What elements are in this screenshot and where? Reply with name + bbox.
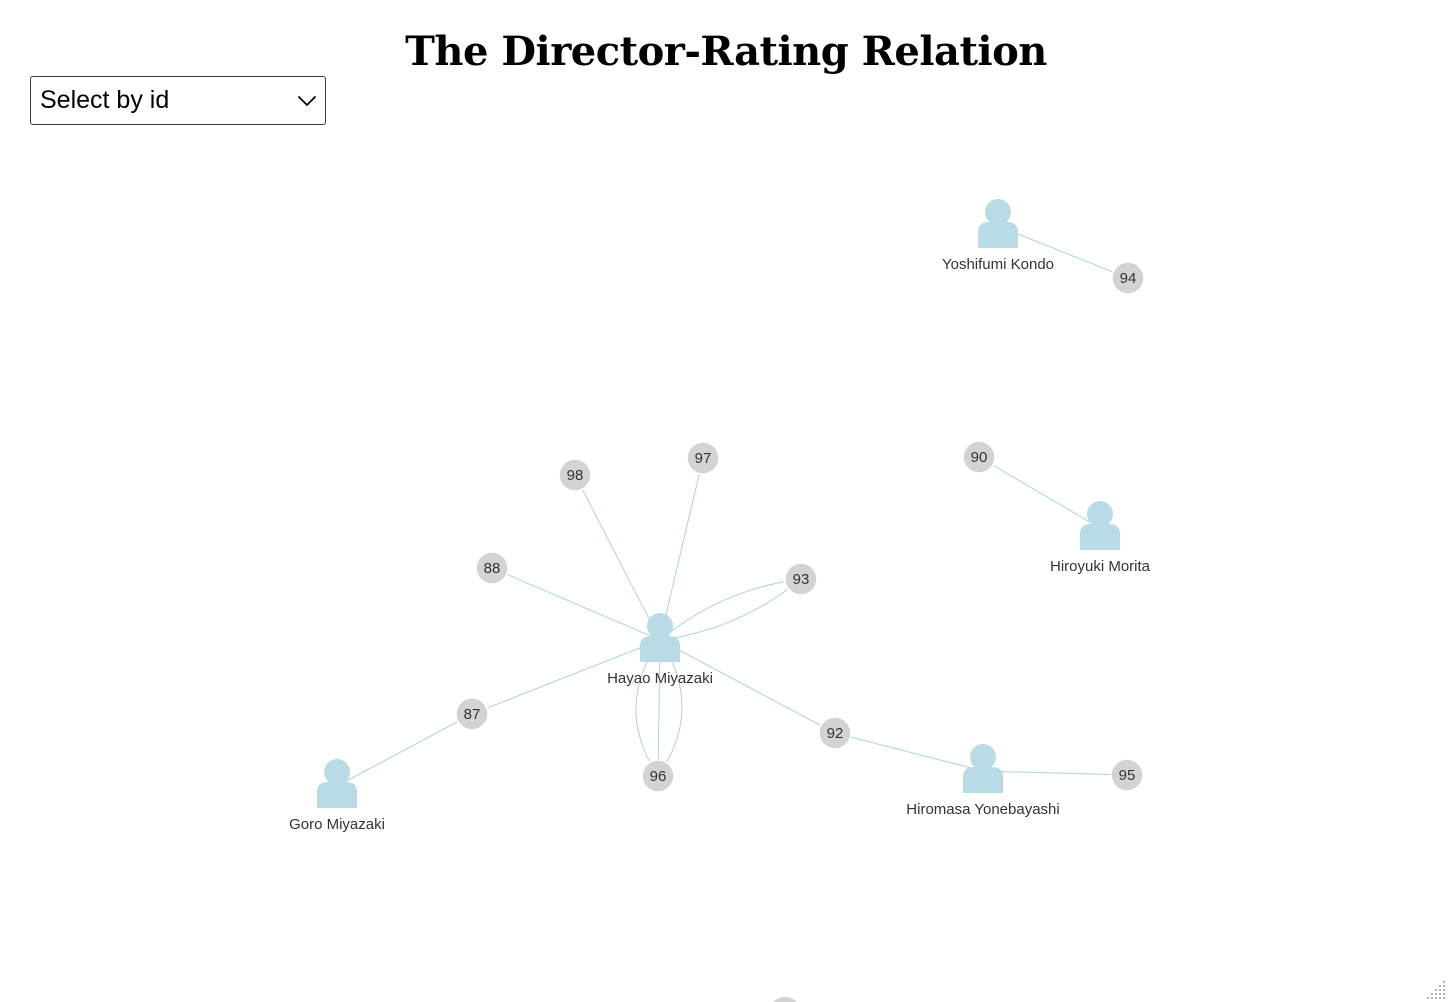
edge-hayao-r93: [659, 578, 802, 641]
chevron-down-icon: [298, 96, 316, 106]
rating-node[interactable]: [769, 995, 801, 1002]
select-by-id-label: Select by id: [40, 86, 170, 114]
rating-node-circle: [784, 562, 818, 596]
rating-node-label: 92: [827, 725, 844, 742]
director-node-label: Hiromasa Yonebayashi: [906, 801, 1059, 818]
director-node-label: Yoshifumi Kondo: [942, 256, 1054, 273]
edge-hayao-r88: [491, 567, 661, 641]
director-node[interactable]: Yoshifumi Kondo: [942, 199, 1054, 273]
rating-node-circle: [1111, 261, 1145, 295]
select-by-id-dropdown[interactable]: Select by id: [30, 76, 326, 125]
rating-node-label: 94: [1120, 270, 1137, 287]
rating-node-circle: [771, 995, 799, 1002]
person-icon: [640, 613, 680, 662]
edge-hayao-r93: [659, 578, 802, 641]
edge-hayao-r87: [471, 639, 661, 715]
rating-node-label: 93: [793, 571, 810, 588]
rating-node[interactable]: 93: [784, 562, 818, 596]
rating-node-label: 88: [484, 560, 501, 577]
edge-hiromasa-r92: [834, 732, 984, 772]
director-node-label: Hayao Miyazaki: [607, 670, 713, 687]
director-node[interactable]: Hayao Miyazaki: [607, 613, 713, 687]
edge-hiromasa-r95: [982, 770, 1128, 776]
rating-node[interactable]: 87: [455, 697, 489, 731]
person-icon: [317, 759, 357, 808]
director-node-label: Goro Miyazaki: [289, 816, 385, 833]
rating-node[interactable]: 92: [818, 716, 852, 750]
edge-hayao-r97: [659, 457, 704, 641]
rating-node-circle: [641, 759, 675, 793]
director-node[interactable]: Goro Miyazaki: [289, 759, 385, 833]
rating-node-label: 95: [1119, 767, 1136, 784]
rating-node-circle: [962, 440, 996, 474]
rating-node-circle: [1110, 758, 1144, 792]
rating-node-circle: [818, 716, 852, 750]
person-icon: [978, 199, 1018, 248]
rating-node[interactable]: 90: [962, 440, 996, 474]
rating-node-circle: [455, 697, 489, 731]
rating-node-circle: [558, 458, 592, 492]
rating-node-label: 97: [695, 450, 712, 467]
rating-node[interactable]: 96: [641, 759, 675, 793]
edge-hiroyuki-r90: [978, 456, 1101, 529]
person-icon: [1080, 501, 1120, 550]
rating-node[interactable]: 95: [1110, 758, 1144, 792]
rating-node-label: 98: [567, 467, 584, 484]
person-icon: [963, 744, 1003, 793]
rating-node-label: 90: [971, 449, 988, 466]
edge-layer: [336, 225, 1129, 787]
director-node[interactable]: Hiromasa Yonebayashi: [906, 744, 1060, 818]
rating-node[interactable]: 98: [558, 458, 592, 492]
rating-node-label: 96: [650, 768, 667, 785]
rating-node[interactable]: 94: [1111, 261, 1145, 295]
rating-node[interactable]: 88: [475, 551, 509, 585]
director-node[interactable]: Hiroyuki Morita: [1050, 501, 1151, 575]
rating-node-circle: [686, 441, 720, 475]
rating-node-circle: [475, 551, 509, 585]
edge-hayao-r92: [659, 639, 836, 734]
edge-goro-r87: [336, 713, 473, 787]
page-title: The Director-Rating Relation: [405, 28, 1047, 75]
rating-node[interactable]: 97: [686, 441, 720, 475]
edge-hayao-r98: [574, 474, 661, 641]
rating-node-label: 87: [464, 706, 481, 723]
resize-handle-icon[interactable]: [1423, 977, 1447, 1001]
director-node-label: Hiroyuki Morita: [1050, 558, 1151, 575]
